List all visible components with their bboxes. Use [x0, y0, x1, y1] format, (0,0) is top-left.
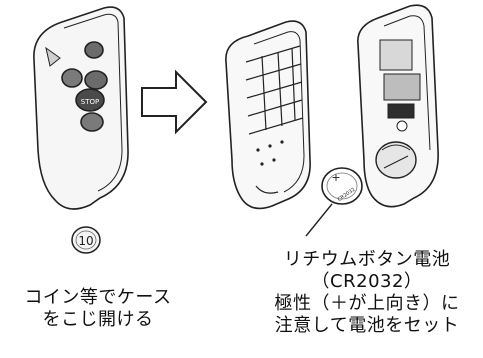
leader-line: [305, 203, 333, 237]
case-back-half: [357, 4, 439, 208]
case-grid: [245, 45, 304, 135]
caption-insert-note: 注意して電池をセット: [274, 315, 460, 336]
caption-open-case: コイン等でケース をこじ開ける: [8, 287, 188, 331]
remote-control: STOP: [33, 6, 129, 210]
caption-battery-name: リチウムボタン電池: [283, 249, 451, 270]
caption-open-case-line1: コイン等でケース: [24, 287, 172, 308]
remote-buttons: STOP: [61, 41, 108, 132]
stop-button-label: STOP: [81, 98, 99, 106]
caption-open-case-line2: をこじ開ける: [42, 309, 154, 330]
coin-label: 10: [78, 234, 93, 248]
coin: 10: [71, 226, 101, 254]
circuit-board: [379, 39, 421, 132]
case-front-half: [225, 20, 311, 210]
arrow-icon: [141, 69, 208, 135]
battery-polarity-symbol: +: [331, 171, 340, 184]
button-battery: + CR2032: [321, 167, 363, 205]
caption-polarity-note: 極性（＋が上向き）に: [274, 293, 460, 314]
caption-battery-model: （CR2032）: [311, 271, 423, 292]
battery-holder: [375, 141, 417, 179]
caption-battery-info: リチウムボタン電池 （CR2032） 極性（＋が上向き）に 注意して電池をセット: [252, 249, 482, 337]
